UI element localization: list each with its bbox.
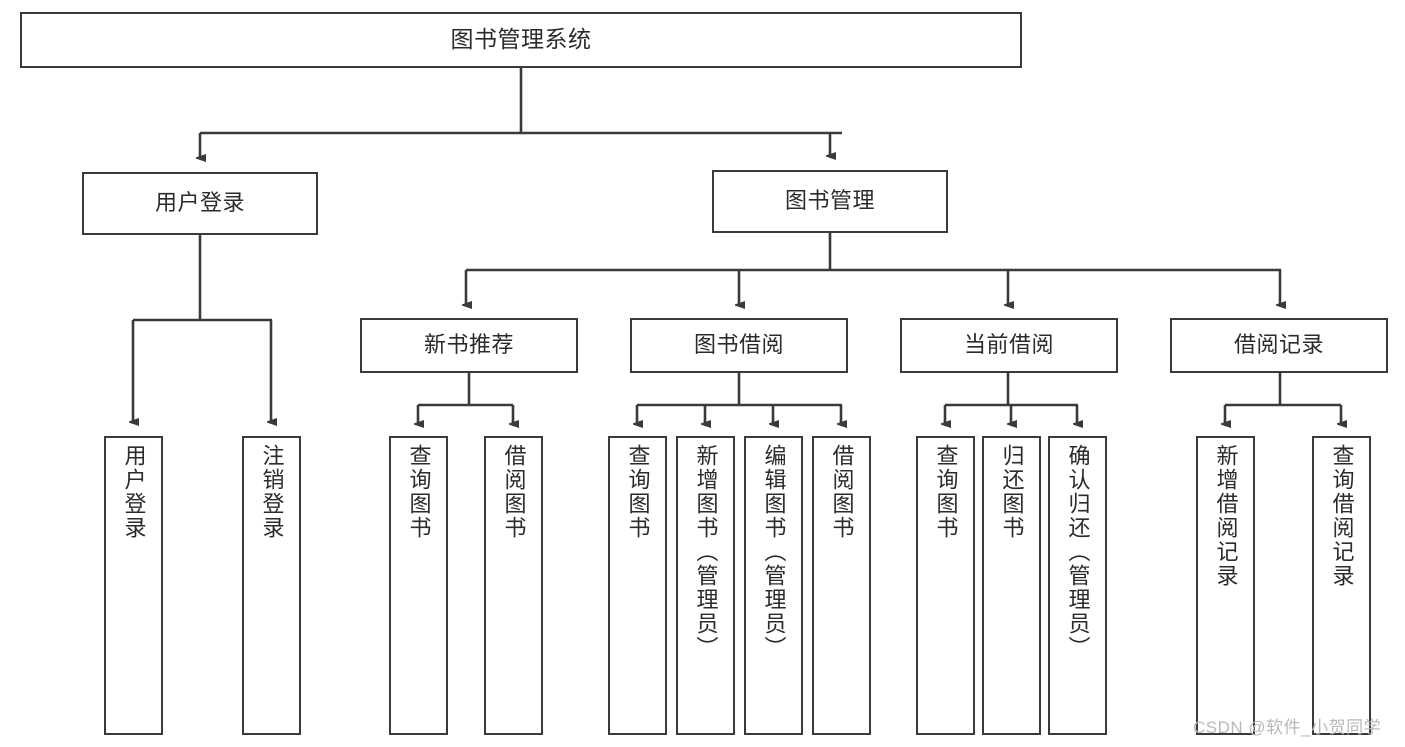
node-leaf-query-record[interactable]: 查询借阅记录 xyxy=(1312,436,1371,735)
node-leaf-borrow-book-2-label: 借阅图书 xyxy=(829,444,855,540)
node-leaf-confirm-return[interactable]: 确认归还（管理员） xyxy=(1048,436,1107,735)
node-leaf-borrow-book-1[interactable]: 借阅图书 xyxy=(484,436,543,735)
node-current-borrow-label: 当前借阅 xyxy=(963,332,1054,358)
node-book-management-label: 图书管理 xyxy=(784,188,875,214)
node-leaf-return-book-label: 归还图书 xyxy=(999,444,1025,540)
node-new-book-recommend-label: 新书推荐 xyxy=(423,332,514,358)
node-leaf-return-book[interactable]: 归还图书 xyxy=(982,436,1041,735)
node-leaf-edit-book-label: 编辑图书（管理员） xyxy=(761,444,787,660)
node-leaf-user-login[interactable]: 用户登录 xyxy=(104,436,163,735)
node-root[interactable]: 图书管理系统 xyxy=(20,12,1022,68)
node-leaf-query-book-2-label: 查询图书 xyxy=(625,444,651,540)
node-leaf-edit-book[interactable]: 编辑图书（管理员） xyxy=(744,436,803,735)
node-leaf-user-login-label: 用户登录 xyxy=(121,444,147,540)
csdn-watermark: CSDN @软件_小贺同学 xyxy=(1193,718,1382,737)
node-leaf-add-book[interactable]: 新增图书（管理员） xyxy=(676,436,735,735)
node-current-borrow[interactable]: 当前借阅 xyxy=(900,318,1118,373)
node-leaf-query-book-3[interactable]: 查询图书 xyxy=(916,436,975,735)
node-leaf-query-book-2[interactable]: 查询图书 xyxy=(608,436,667,735)
node-user-login-label: 用户登录 xyxy=(154,190,245,216)
node-leaf-borrow-book-2[interactable]: 借阅图书 xyxy=(812,436,871,735)
node-book-borrow[interactable]: 图书借阅 xyxy=(630,318,848,373)
node-leaf-query-book-3-label: 查询图书 xyxy=(933,444,959,540)
node-leaf-query-book-1-label: 查询图书 xyxy=(406,444,432,540)
node-book-borrow-label: 图书借阅 xyxy=(693,332,784,358)
node-new-book-recommend[interactable]: 新书推荐 xyxy=(360,318,578,373)
node-leaf-borrow-book-1-label: 借阅图书 xyxy=(501,444,527,540)
node-leaf-logout-login-label: 注销登录 xyxy=(259,444,285,540)
node-leaf-add-record-label: 新增借阅记录 xyxy=(1213,444,1239,588)
node-book-management[interactable]: 图书管理 xyxy=(712,170,948,233)
node-leaf-query-record-label: 查询借阅记录 xyxy=(1329,444,1355,588)
node-leaf-add-book-label: 新增图书（管理员） xyxy=(693,444,719,660)
node-borrow-record-label: 借阅记录 xyxy=(1233,332,1324,358)
node-leaf-query-book-1[interactable]: 查询图书 xyxy=(389,436,448,735)
node-user-login[interactable]: 用户登录 xyxy=(82,172,318,235)
node-root-label: 图书管理系统 xyxy=(450,26,592,53)
node-borrow-record[interactable]: 借阅记录 xyxy=(1170,318,1388,373)
node-leaf-add-record[interactable]: 新增借阅记录 xyxy=(1196,436,1255,735)
node-leaf-logout-login[interactable]: 注销登录 xyxy=(242,436,301,735)
node-leaf-confirm-return-label: 确认归还（管理员） xyxy=(1065,444,1091,660)
